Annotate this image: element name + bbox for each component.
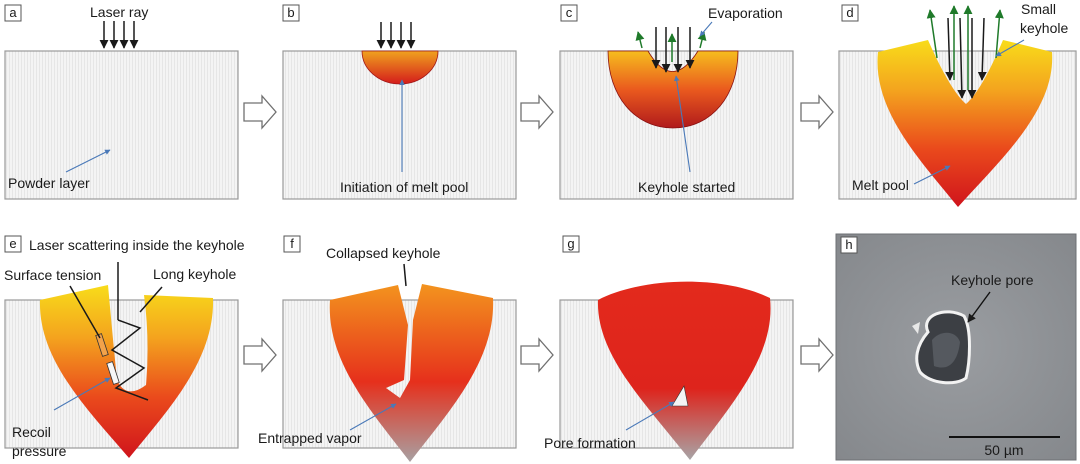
panel-g: g Pore formation xyxy=(544,235,794,460)
collapsed-pointer xyxy=(403,263,407,287)
panel-letter: d xyxy=(846,5,853,20)
panel-letter-box xyxy=(4,235,22,253)
recoil-pressure-marker xyxy=(106,361,120,385)
panel-e: e Laser scattering inside the keyhole Su… xyxy=(4,235,245,459)
flow-arrow xyxy=(243,94,277,130)
scattering-label: Laser scattering inside the keyhole xyxy=(29,237,245,253)
melt-pool-long-keyhole xyxy=(39,285,214,458)
melt-pool-solid xyxy=(597,281,771,460)
collapsed-keyhole-label: Collapsed keyhole xyxy=(326,245,441,261)
surface-tension-label: Surface tension xyxy=(4,267,101,283)
panel-a: a Laser ray Powder layer xyxy=(4,4,239,200)
powder-layer-label: Powder layer xyxy=(8,175,90,191)
initiation-label: Initiation of melt pool xyxy=(340,179,468,195)
keyhole-pore-label: Keyhole pore xyxy=(951,272,1034,288)
panel-letter-box xyxy=(282,4,300,22)
powder-leader xyxy=(65,149,111,173)
flow-arrow xyxy=(800,337,834,373)
keyhole-pore-pointer xyxy=(967,291,991,323)
panel-b: b Initiation of melt pool xyxy=(282,4,517,200)
panel-letter-box xyxy=(840,236,858,254)
panel-letter-box xyxy=(841,4,859,22)
surface-tension-pointer xyxy=(69,285,101,339)
recoil-label-line2: pressure xyxy=(12,443,67,459)
melt-pool-collapsed xyxy=(329,284,494,462)
pore-fragment xyxy=(912,322,920,334)
small-keyhole-label-line1: Small xyxy=(1021,1,1056,17)
panel-letter-box xyxy=(4,4,22,22)
powder-block xyxy=(4,50,239,200)
flow-arrow xyxy=(520,94,554,130)
long-keyhole-pointer xyxy=(139,286,163,313)
pore-formation-label: Pore formation xyxy=(544,435,636,451)
laser-rays xyxy=(651,27,695,73)
panel-letter-box xyxy=(562,235,580,253)
laser-rays xyxy=(376,22,416,49)
flow-arrow xyxy=(520,337,554,373)
evaporation-leader xyxy=(699,21,713,37)
scale-bar-label: 50 µm xyxy=(984,442,1023,458)
recoil-label-line1: Recoil xyxy=(12,424,51,440)
flow-arrow xyxy=(243,337,277,373)
panel-letter-box xyxy=(283,235,301,253)
recoil-leader xyxy=(53,377,111,411)
panel-letter: c xyxy=(566,5,573,20)
laser-rays xyxy=(945,17,987,99)
panel-letter: h xyxy=(845,237,852,252)
keyhole-leader xyxy=(673,75,691,173)
keyhole-started-label: Keyhole started xyxy=(638,179,735,195)
panel-letter: a xyxy=(9,5,17,20)
pore-interior xyxy=(932,332,960,368)
evaporation-label: Evaporation xyxy=(708,5,783,21)
panel-letter: b xyxy=(287,5,294,20)
small-keyhole-leader xyxy=(995,39,1025,57)
pore-leader xyxy=(625,401,675,431)
panel-h: h Keyhole pore 50 µm xyxy=(835,233,1077,461)
panel-letter: e xyxy=(9,236,16,251)
panel-c: c Evaporation Keyhole started xyxy=(559,4,794,200)
flow-arrow xyxy=(800,94,834,130)
panel-letter: g xyxy=(567,236,574,251)
evaporation-arrows xyxy=(926,5,1004,90)
melt-pool-label: Melt pool xyxy=(852,177,909,193)
laser-rays xyxy=(99,21,139,49)
small-keyhole-label-line2: keyhole xyxy=(1020,20,1068,36)
scattering-rays xyxy=(110,262,149,401)
entrapped-vapor-label: Entrapped vapor xyxy=(258,430,362,446)
melt-pool-leader xyxy=(913,165,951,185)
pore xyxy=(671,385,689,407)
panel-letter: f xyxy=(290,236,294,251)
panel-f: f Collapsed keyhole Entrapped vapor xyxy=(258,235,517,462)
panel-d: d Small keyhole Melt pool xyxy=(838,1,1077,207)
entrapped-leader xyxy=(349,403,397,431)
long-keyhole-label: Long keyhole xyxy=(153,266,237,282)
laser-ray-label: Laser ray xyxy=(90,4,148,20)
panel-letter-box xyxy=(560,4,578,22)
melt-pool-v xyxy=(877,40,1053,207)
